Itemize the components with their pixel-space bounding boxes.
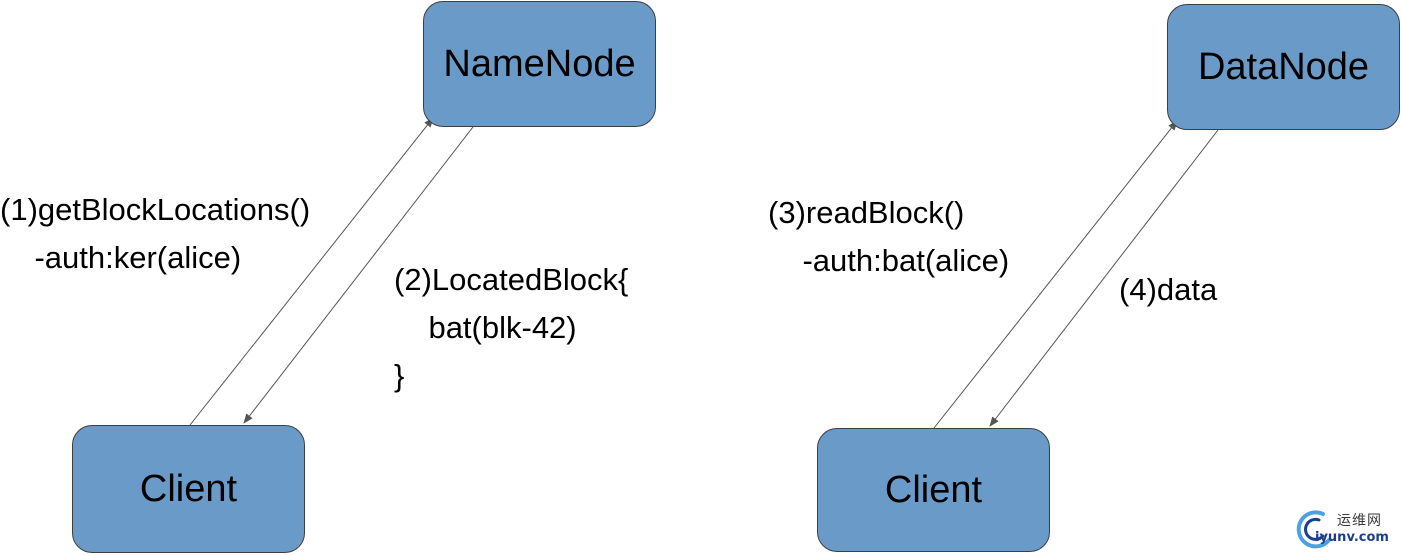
datanode-label: DataNode [1197, 45, 1370, 88]
arrow-datanode-to-client [989, 129, 1219, 427]
client-box-left: Client [72, 425, 305, 553]
watermark-cn-text: 运维网 [1337, 513, 1382, 529]
namenode-label: NameNode [443, 42, 636, 85]
arrow-namenode-to-client [243, 126, 474, 424]
arrow-client-to-namenode [189, 117, 434, 426]
watermark-en-text: iyunv.com [1315, 530, 1389, 545]
arrow-client-to-datanode [933, 120, 1178, 429]
read-block-label: (3)readBlock() -auth:bat(alice) [768, 195, 1010, 278]
namenode-box: NameNode [423, 1, 656, 127]
watermark: 运维网 iyunv.com [1293, 506, 1399, 552]
client-box-right: Client [817, 428, 1050, 552]
client-label-right: Client [884, 468, 983, 511]
watermark-logo-icon [1296, 510, 1331, 549]
get-block-locations-label: (1)getBlockLocations() -auth:ker(alice) [0, 192, 311, 275]
located-block-label: (2)LocatedBlock{ bat(blk-42) } [394, 262, 629, 393]
data-label: (4)data [1119, 272, 1218, 307]
datanode-box: DataNode [1167, 4, 1400, 130]
client-label-left: Client [139, 467, 238, 510]
